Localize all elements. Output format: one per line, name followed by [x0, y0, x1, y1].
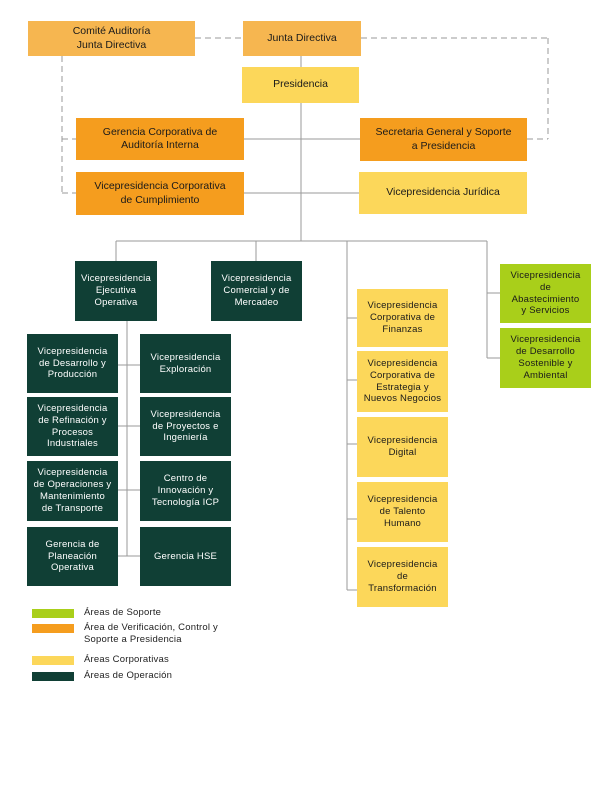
finanzas-box: Vicepresidencia Corporativa de Finanzas	[357, 289, 448, 347]
comercial-mercadeo-label: Vicepresidencia Comercial y de Mercadeo	[221, 273, 292, 308]
auditoria-interna-box: Gerencia Corporativa de Auditoría Intern…	[76, 118, 244, 160]
refinacion-box: Vicepresidencia de Refinación y Procesos…	[27, 397, 118, 456]
transformacion-box: Vicepresidencia de Transformación	[357, 547, 448, 607]
estrategia-box: Vicepresidencia Corporativa de Estrategi…	[357, 351, 448, 412]
cumplimiento-label: Vicepresidencia Corporativa de Cumplimie…	[94, 180, 226, 206]
legend-swatch-verificacion	[32, 624, 74, 633]
refinacion-label: Vicepresidencia de Refinación y Procesos…	[37, 402, 108, 450]
ejecutiva-operativa-box: Vicepresidencia Ejecutiva Operativa	[75, 261, 157, 321]
abastecimiento-label: Vicepresidencia de Abastecimiento y Serv…	[510, 269, 581, 317]
comite-auditoria-label: Comité Auditoría Junta Directiva	[72, 25, 151, 51]
transformacion-label: Vicepresidencia de Transformación	[367, 559, 438, 594]
finanzas-label: Vicepresidencia Corporativa de Finanzas	[367, 300, 438, 335]
talento-humano-label: Vicepresidencia de Talento Humano	[367, 494, 438, 529]
presidencia-label: Presidencia	[273, 78, 328, 91]
desarrollo-sostenible-box: Vicepresidencia de Desarrollo Sostenible…	[500, 328, 591, 388]
exploracion-box: Vicepresidencia Exploración	[140, 334, 231, 393]
presidencia-box: Presidencia	[242, 67, 359, 103]
desarrollo-sostenible-label: Vicepresidencia de Desarrollo Sostenible…	[510, 334, 581, 381]
legend-label-corporativas: Áreas Corporativas	[84, 654, 169, 665]
legend-swatch-soporte	[32, 609, 74, 618]
legend-swatch-corporativas	[32, 656, 74, 665]
legend-item-operacion: Áreas de Operación	[32, 670, 172, 682]
icp-box: Centro de Innovación y Tecnología ICP	[140, 461, 231, 521]
legend-item-verificacion: Área de Verificación, Control y Soporte …	[32, 622, 218, 647]
legend-label-soporte: Áreas de Soporte	[84, 607, 162, 618]
planeacion-operativa-box: Gerencia de Planeación Operativa	[27, 527, 118, 586]
juridica-box: Vicepresidencia Jurídica	[359, 172, 527, 214]
planeacion-operativa-label: Gerencia de Planeación Operativa	[45, 538, 100, 574]
comite-auditoria-box: Comité Auditoría Junta Directiva	[28, 21, 195, 56]
legend-label-operacion: Áreas de Operación	[84, 670, 173, 681]
legend-label-verificacion: Área de Verificación, Control y Soporte …	[84, 622, 218, 646]
icp-label: Centro de Innovación y Tecnología ICP	[151, 473, 220, 508]
juridica-label: Vicepresidencia Jurídica	[386, 186, 500, 199]
digital-box: Vicepresidencia Digital	[357, 417, 448, 477]
junta-directiva-box: Junta Directiva	[243, 21, 361, 56]
estrategia-label: Vicepresidencia Corporativa de Estrategi…	[363, 357, 442, 405]
digital-label: Vicepresidencia Digital	[367, 435, 438, 458]
ejecutiva-operativa-label: Vicepresidencia Ejecutiva Operativa	[81, 273, 151, 308]
auditoria-interna-label: Gerencia Corporativa de Auditoría Intern…	[102, 125, 218, 151]
operaciones-transporte-label: Vicepresidencia de Operaciones y Manteni…	[33, 467, 112, 514]
operaciones-transporte-box: Vicepresidencia de Operaciones y Manteni…	[27, 461, 118, 521]
secretaria-general-box: Secretaria General y Soporte a Presidenc…	[360, 118, 527, 161]
legend-item-corporativas: Áreas Corporativas	[32, 654, 169, 666]
desarrollo-produccion-box: Vicepresidencia de Desarrollo y Producci…	[27, 334, 118, 393]
proyectos-ingenieria-label: Vicepresidencia de Proyectos e Ingenierí…	[150, 408, 221, 444]
talento-humano-box: Vicepresidencia de Talento Humano	[357, 482, 448, 542]
legend-item-soporte: Áreas de Soporte	[32, 607, 161, 619]
hse-label: Gerencia HSE	[153, 550, 218, 562]
exploracion-label: Vicepresidencia Exploración	[150, 351, 221, 375]
desarrollo-produccion-label: Vicepresidencia de Desarrollo y Producci…	[37, 345, 108, 381]
abastecimiento-box: Vicepresidencia de Abastecimiento y Serv…	[500, 264, 591, 323]
legend-swatch-operacion	[32, 672, 74, 681]
secretaria-general-label: Secretaria General y Soporte a Presidenc…	[375, 126, 512, 152]
hse-box: Gerencia HSE	[140, 527, 231, 586]
junta-directiva-label: Junta Directiva	[267, 31, 337, 44]
proyectos-ingenieria-box: Vicepresidencia de Proyectos e Ingenierí…	[140, 397, 231, 456]
comercial-mercadeo-box: Vicepresidencia Comercial y de Mercadeo	[211, 261, 302, 321]
cumplimiento-box: Vicepresidencia Corporativa de Cumplimie…	[76, 172, 244, 215]
